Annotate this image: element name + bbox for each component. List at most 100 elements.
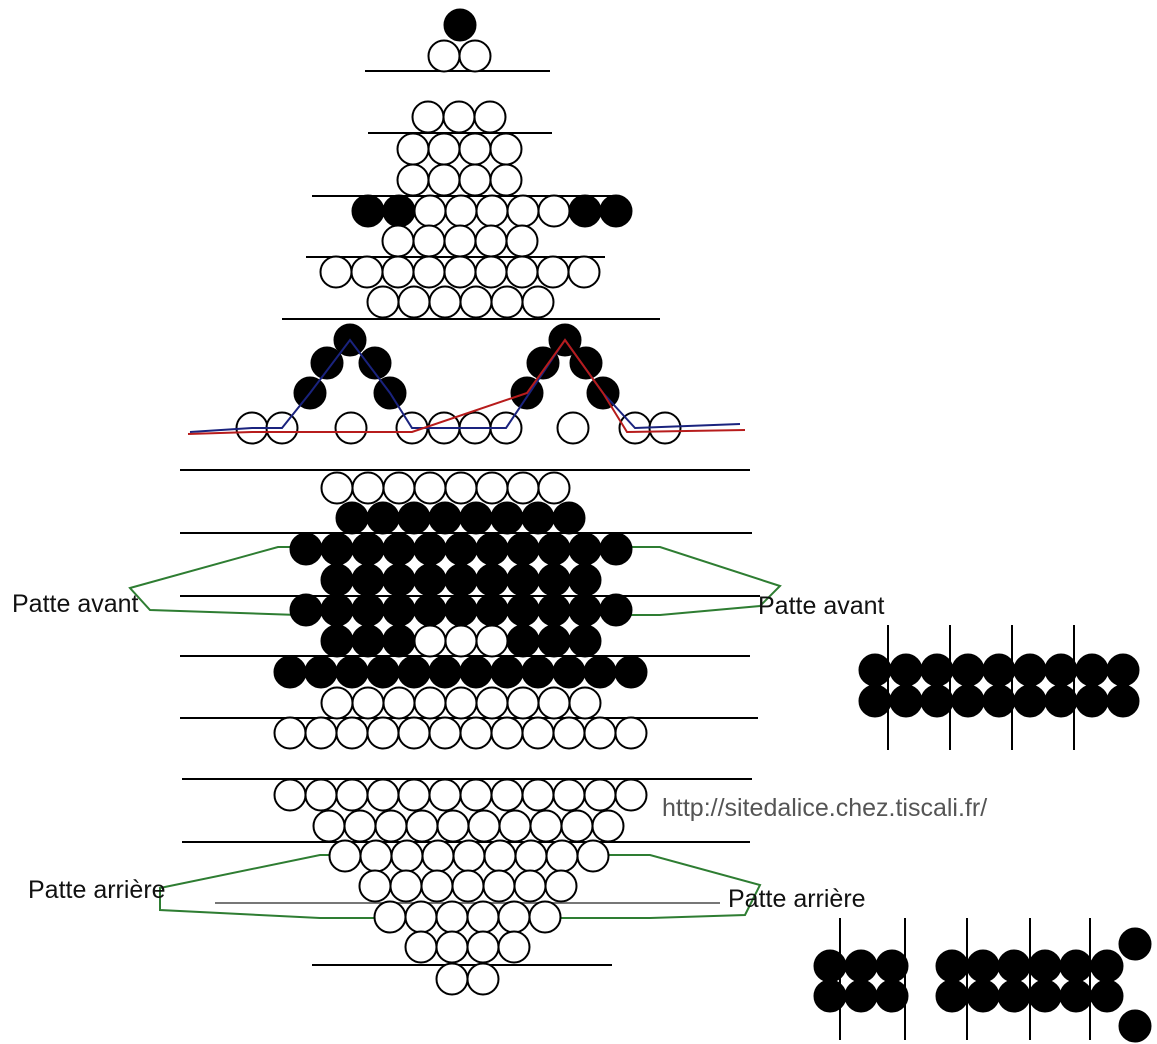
bead-white xyxy=(443,255,477,289)
bead-white xyxy=(382,471,416,505)
bead-white xyxy=(374,809,408,843)
bead-black xyxy=(397,501,431,535)
ear-thread-paths xyxy=(187,338,746,435)
bead-white xyxy=(583,778,617,812)
bead-white xyxy=(614,778,648,812)
bead-black xyxy=(320,563,354,597)
bead-white xyxy=(304,778,338,812)
bead-white xyxy=(397,716,431,750)
bead-black-top xyxy=(443,8,477,42)
bead-black xyxy=(552,501,586,535)
bead-white xyxy=(467,809,501,843)
bead-white xyxy=(350,255,384,289)
bead-white xyxy=(529,809,563,843)
bead-black xyxy=(568,563,602,597)
bead-white xyxy=(545,839,579,873)
back-leg-label-left: Patte arrière xyxy=(28,876,166,904)
bead-white xyxy=(428,716,462,750)
bead-white xyxy=(335,716,369,750)
bead-white xyxy=(505,224,539,258)
side-bead-black xyxy=(997,979,1031,1013)
ear-right-bead xyxy=(526,346,560,380)
bead-white xyxy=(444,624,478,658)
bead-white xyxy=(513,869,547,903)
bead-white xyxy=(444,194,478,228)
bead-black xyxy=(397,655,431,689)
bead-black xyxy=(568,593,602,627)
bead-white xyxy=(591,809,625,843)
bead-white xyxy=(544,869,578,903)
bead-white xyxy=(475,624,509,658)
side-bead-black xyxy=(1090,949,1124,983)
bead-grid xyxy=(235,8,682,996)
bead-white xyxy=(413,194,447,228)
bead-white xyxy=(506,686,540,720)
bead-white xyxy=(482,869,516,903)
bead-black xyxy=(506,593,540,627)
bead-white xyxy=(397,778,431,812)
front-leg-label-left: Patte avant xyxy=(12,590,139,618)
bead-white xyxy=(537,471,571,505)
bead-black xyxy=(413,593,447,627)
bead-black xyxy=(428,655,462,689)
bead-white xyxy=(358,869,392,903)
bead-white xyxy=(421,839,455,873)
bead-white xyxy=(312,809,346,843)
side-bead-black xyxy=(875,949,909,983)
bead-black xyxy=(459,655,493,689)
side-bead-black xyxy=(844,949,878,983)
bead-white xyxy=(568,686,602,720)
bead-black xyxy=(304,655,338,689)
bead-white xyxy=(474,255,508,289)
bead-white xyxy=(489,132,523,166)
side-bead-black xyxy=(889,684,923,718)
side-bead-black xyxy=(920,653,954,687)
bead-white xyxy=(328,839,362,873)
side-bead-black xyxy=(1059,979,1093,1013)
bead-white xyxy=(528,900,562,934)
bead-white xyxy=(458,132,492,166)
bead-white xyxy=(304,716,338,750)
bead-white xyxy=(490,285,524,319)
bead-white xyxy=(335,778,369,812)
front-leg-label-right: Patte avant xyxy=(758,592,885,620)
side-bead-black xyxy=(1106,653,1140,687)
bead-white xyxy=(320,686,354,720)
bead-black xyxy=(475,532,509,566)
bead-white xyxy=(319,255,353,289)
bead-white xyxy=(552,716,586,750)
bead-white xyxy=(466,930,500,964)
side-bead-black xyxy=(1044,653,1078,687)
side-bead-black xyxy=(1044,684,1078,718)
bead-black xyxy=(506,563,540,597)
side-bead-black xyxy=(935,949,969,983)
bead-black xyxy=(351,624,385,658)
bead-white xyxy=(490,716,524,750)
bead-white xyxy=(490,778,524,812)
side-bead-black xyxy=(951,684,985,718)
bead-white xyxy=(366,778,400,812)
side-leg-detail-diagrams xyxy=(813,625,1152,1043)
bead-white xyxy=(521,716,555,750)
bead-white xyxy=(413,471,447,505)
bead-white xyxy=(473,100,507,134)
bead-black xyxy=(444,593,478,627)
bead-black xyxy=(537,563,571,597)
bead-white xyxy=(505,255,539,289)
bead-black xyxy=(537,624,571,658)
bead-white xyxy=(459,778,493,812)
bead-white xyxy=(427,163,461,197)
bead-white xyxy=(273,778,307,812)
bead-black xyxy=(444,532,478,566)
side-bead-black xyxy=(951,653,985,687)
side-bead-black xyxy=(982,684,1016,718)
bead-white xyxy=(514,839,548,873)
bead-white xyxy=(466,900,500,934)
bead-black xyxy=(568,194,602,228)
bead-white xyxy=(537,194,571,228)
bead-white xyxy=(444,686,478,720)
side-bead-black xyxy=(966,949,1000,983)
bead-black xyxy=(413,563,447,597)
bead-black xyxy=(475,593,509,627)
bead-white xyxy=(458,39,492,73)
